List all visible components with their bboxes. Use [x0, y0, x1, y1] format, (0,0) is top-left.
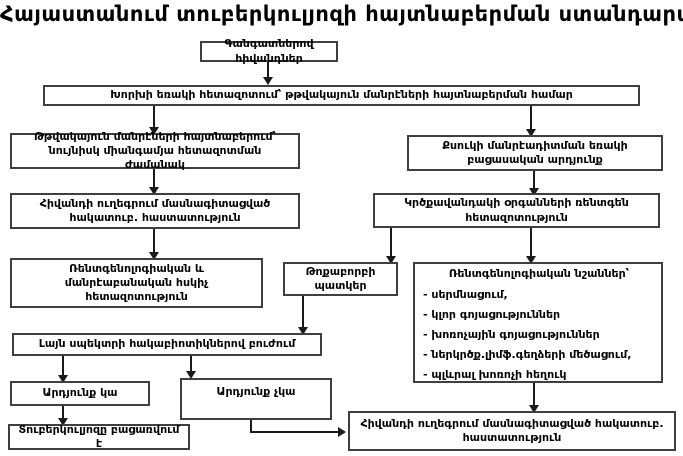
connector-line: [533, 383, 535, 406]
connector-line: [390, 228, 392, 257]
connector-line: [62, 356, 64, 376]
box-referral-specialized: Հիվանդի ուղեգրում մասնագիտացված հակատուբ…: [10, 193, 300, 229]
xray-sign-item: - սերմնացում,: [423, 288, 508, 302]
arrow-down-icon: [263, 77, 273, 85]
arrow-down-icon: [58, 375, 68, 383]
connector-line: [190, 356, 192, 373]
connector-line: [153, 229, 155, 253]
box-sputum-triple-exam: Խորխի եռակի հետազոտում՝ թթվակայուն մանրէ…: [43, 85, 640, 106]
box-patients: Գանգատներով հիվանդներ: [200, 37, 338, 65]
box-tb-excluded: Տուբերկուլյոզը բացառվում է: [8, 423, 190, 450]
box-pneumonia-picture: Թոքաբորբի պատկեր: [283, 262, 398, 296]
connector-line: [250, 431, 338, 433]
box-smear-negative: Քսուկի մանրէադիտման եռակի բացասական արդյ…: [407, 135, 663, 171]
arrow-right-icon: [338, 427, 346, 437]
arrow-down-icon: [529, 188, 539, 196]
xray-sign-item: - ներկրծք.լիմֆ.գեղձերի մեծացում,: [423, 348, 632, 362]
connector-line: [533, 171, 535, 189]
box-result-present: Արդյունք կա: [10, 381, 150, 406]
connector-line: [267, 62, 269, 78]
xray-sign-item: - կլոր գոյացություններ: [423, 308, 561, 322]
connector-line: [530, 228, 532, 257]
box-xray-signs: Ռենտգենոլոգիական նշաններ՝ - սերմնացում, …: [413, 262, 663, 383]
connector-line: [530, 106, 532, 130]
arrow-down-icon: [386, 256, 396, 264]
box-broad-antibiotics: Լայն սպեկտրի հակաբիոտիկներով բուժում: [12, 333, 322, 356]
arrow-down-icon: [298, 327, 308, 335]
connector-line: [153, 169, 155, 188]
arrow-down-icon: [526, 256, 536, 264]
box-afb-detected: Թթվակայուն մանրէների հայտնաբերում՝ նույն…: [10, 130, 300, 171]
connector-line: [153, 106, 155, 128]
connector-line: [62, 406, 64, 419]
box-control-followup: Ռենտգենոլոգիական և մանրէաբանական հսկիչ հ…: [10, 258, 263, 308]
connector-line: [302, 296, 304, 328]
page-title: Հայաստանում տուբերկուլյոզի հայտնաբերման …: [0, 2, 683, 26]
arrow-down-icon: [149, 252, 159, 260]
box-result-absent: Արդյունք չկա: [180, 378, 332, 420]
arrow-down-icon: [186, 371, 196, 379]
xray-sign-item: - պլևրալ խոռոչի հեղուկ: [423, 368, 567, 382]
arrow-down-icon: [529, 405, 539, 413]
xray-signs-title: Ռենտգենոլոգիական նշաններ՝: [448, 267, 630, 280]
connector-line: [250, 420, 252, 433]
box-chest-xray: Կրծքավանդակի օրգանների ռենտգեն հետազոտու…: [373, 193, 660, 228]
box-referral-specialized-bottom: Հիվանդի ուղեգրում մասնագիտացված հակատուբ…: [348, 411, 676, 451]
arrow-down-icon: [149, 187, 159, 195]
arrow-down-icon: [58, 418, 68, 426]
arrow-down-icon: [149, 127, 159, 135]
arrow-down-icon: [526, 129, 536, 137]
xray-sign-item: - խոռոչային գոյացություններ: [423, 328, 600, 342]
